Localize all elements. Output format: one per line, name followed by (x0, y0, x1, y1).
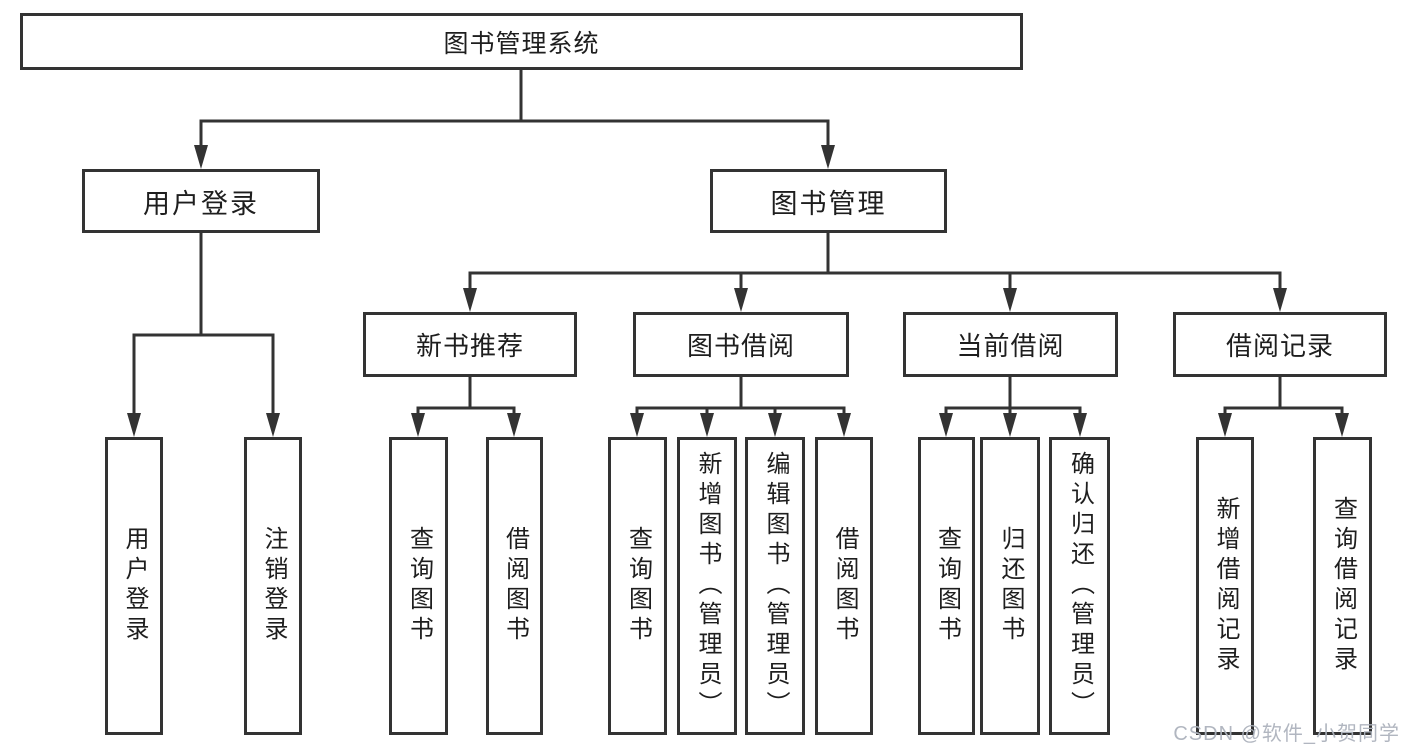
node-book-management-label: 图书管理 (770, 188, 887, 219)
leaf-confirm-return-admin-label: 确认归还（管理员） (1066, 451, 1094, 721)
leaf-return-books-label: 归还图书 (997, 526, 1024, 646)
leaf-query-books-borrow: 查询图书 (608, 437, 667, 735)
leaf-query-books-current: 查询图书 (918, 437, 975, 735)
node-book-borrow-label: 图书借阅 (686, 331, 795, 361)
node-new-book-recommend-label: 新书推荐 (415, 331, 524, 361)
leaf-logout-label: 注销登录 (260, 526, 287, 646)
leaf-edit-books-admin: 编辑图书（管理员） (745, 437, 805, 735)
node-user-login: 用户登录 (82, 169, 320, 233)
leaf-return-books: 归还图书 (980, 437, 1040, 735)
leaf-query-books-recommend-label: 查询图书 (405, 526, 433, 646)
leaf-borrow-books-recommend-label: 借阅图书 (501, 526, 529, 646)
leaf-add-borrow-record-label: 新增借阅记录 (1212, 496, 1239, 676)
leaf-user-login-label: 用户登录 (121, 526, 148, 646)
leaf-logout: 注销登录 (244, 437, 302, 735)
leaf-edit-books-admin-label: 编辑图书（管理员） (762, 451, 789, 721)
node-new-book-recommend: 新书推荐 (363, 312, 577, 377)
leaf-add-books-admin-label: 新增图书（管理员） (694, 451, 721, 721)
leaf-borrow-books-recommend: 借阅图书 (486, 437, 543, 735)
leaf-query-books-borrow-label: 查询图书 (624, 526, 652, 646)
node-root-label: 图书管理系统 (443, 29, 600, 58)
leaf-query-borrow-record: 查询借阅记录 (1313, 437, 1372, 735)
leaf-confirm-return-admin: 确认归还（管理员） (1049, 437, 1110, 735)
node-borrow-records: 借阅记录 (1173, 312, 1387, 377)
leaf-add-borrow-record: 新增借阅记录 (1196, 437, 1254, 735)
node-current-borrow: 当前借阅 (903, 312, 1118, 377)
leaf-query-borrow-record-label: 查询借阅记录 (1329, 496, 1357, 676)
node-borrow-records-label: 借阅记录 (1225, 331, 1334, 361)
leaf-borrow-books-label: 借阅图书 (831, 526, 858, 646)
leaf-user-login: 用户登录 (105, 437, 163, 735)
node-book-management: 图书管理 (710, 169, 947, 233)
node-book-borrow: 图书借阅 (633, 312, 849, 377)
node-user-login-label: 用户登录 (143, 188, 259, 219)
node-root-system: 图书管理系统 (20, 13, 1023, 70)
leaf-query-books-recommend: 查询图书 (389, 437, 448, 735)
node-current-borrow-label: 当前借阅 (956, 331, 1065, 361)
leaf-add-books-admin: 新增图书（管理员） (677, 437, 737, 735)
leaf-query-books-current-label: 查询图书 (933, 526, 961, 646)
leaf-borrow-books: 借阅图书 (815, 437, 873, 735)
csdn-watermark: CSDN @软件_小贺同学 (1173, 723, 1400, 745)
